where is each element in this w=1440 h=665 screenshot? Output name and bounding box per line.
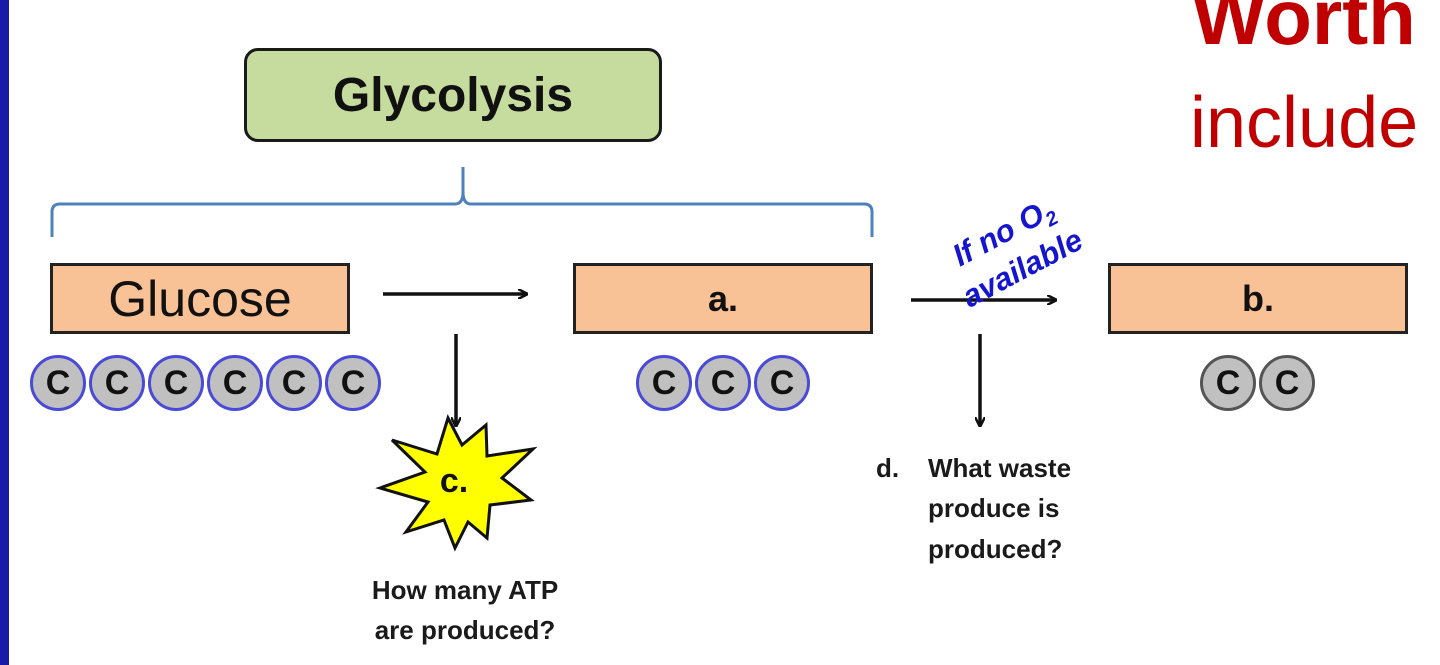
waste-question-line-2: produce is (928, 493, 1060, 524)
atp-question-line-1: How many ATP (371, 575, 559, 605)
glycolysis-brace (50, 167, 874, 237)
carbon-atom: C (754, 355, 810, 411)
waste-question-line-3: produced? (928, 533, 1063, 564)
glycolysis-box: Glycolysis (244, 48, 662, 142)
atp-question-line-2: are produced? (374, 615, 556, 646)
title-line-2: include (1190, 83, 1419, 163)
carbon-atom: C (207, 355, 263, 411)
glucose-box: Glucose (50, 263, 350, 334)
waste-question-line-1: What waste (928, 453, 1072, 483)
carbon-atom: C (1200, 355, 1256, 411)
waste-question: d. What waste produce is produced? (876, 448, 1128, 569)
carbon-atom: C (695, 355, 751, 411)
carbon-atom: C (325, 355, 381, 411)
carbon-atom: C (1259, 355, 1315, 411)
atp-question: How many ATP are produced? (330, 570, 600, 651)
carbon-atom: C (30, 355, 86, 411)
title-line-1: Worth (1192, 0, 1416, 61)
carbon-atom: C (266, 355, 322, 411)
atp-starburst (375, 414, 538, 552)
left-border-bar (0, 0, 9, 665)
carbon-atom: C (636, 355, 692, 411)
atp-burst-label: c. (439, 462, 469, 500)
molecule-b-box: b. (1108, 263, 1408, 334)
carbon-atom: C (89, 355, 145, 411)
molecule-a-box: a. (573, 263, 873, 334)
carbon-atom: C (148, 355, 204, 411)
slide-title-fragment: Worth include (1150, 0, 1440, 170)
waste-question-number: d. (876, 453, 900, 483)
